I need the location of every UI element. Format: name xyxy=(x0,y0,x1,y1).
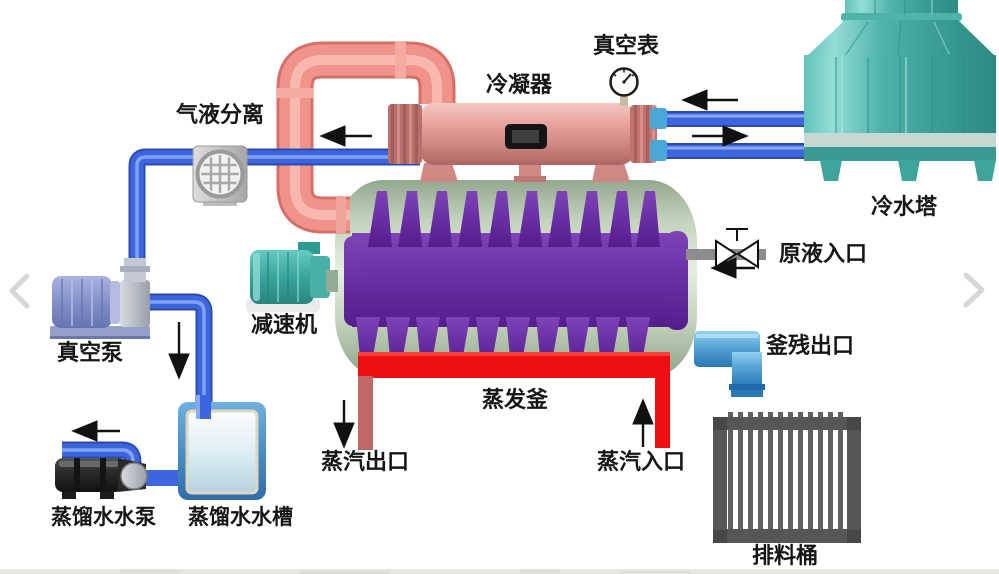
discharge-barrel xyxy=(713,412,861,543)
gas-liquid-separator xyxy=(192,145,248,206)
pipe-connector xyxy=(650,108,667,129)
inlet-valve-icon xyxy=(715,228,759,269)
label-evaporation-kettle: 蒸发釜 xyxy=(482,388,549,413)
condenser xyxy=(388,103,667,182)
label-distilled-water-pump: 蒸馏水水泵 xyxy=(51,505,156,529)
label-cooling-tower: 冷水塔 xyxy=(871,195,938,220)
chevron-left-icon[interactable] xyxy=(9,273,30,309)
steam-inlet-pipe xyxy=(655,376,670,448)
pipe-connector xyxy=(650,140,667,161)
distilled-water-pump xyxy=(55,441,148,499)
label-steam-inlet: 蒸汽入口 xyxy=(597,450,686,475)
label-kettle-residue-outlet: 釜残出口 xyxy=(766,334,855,359)
label-distilled-water-tank: 蒸馏水水槽 xyxy=(188,505,293,529)
label-vacuum-pump: 真空泵 xyxy=(57,341,124,366)
steam-outlet-pipe xyxy=(358,376,373,450)
kettle-residue-pipe xyxy=(694,331,765,397)
distilled-water-tank xyxy=(138,395,266,500)
label-vacuum-gauge: 真空表 xyxy=(593,34,660,59)
steam-jacket xyxy=(358,352,670,450)
label-gas-liquid-separator: 气液分离 xyxy=(176,103,265,128)
vacuum-gauge-icon xyxy=(609,67,639,106)
screw-rotor xyxy=(344,191,688,367)
vacuum-pump xyxy=(50,258,213,420)
cooling-tower xyxy=(804,0,996,181)
cooling-water-pipes xyxy=(656,111,812,159)
label-discharge-barrel: 排料桶 xyxy=(752,544,819,569)
label-steam-outlet: 蒸汽出口 xyxy=(321,450,410,475)
label-reducer: 减速机 xyxy=(251,313,318,338)
label-condenser: 冷凝器 xyxy=(486,73,553,98)
bottom-thumbnail-strip xyxy=(0,569,999,574)
reducer-motor xyxy=(246,242,338,312)
steam-loop-pipe xyxy=(276,41,456,234)
chevron-right-icon[interactable] xyxy=(963,272,985,308)
tank-outlet-pipe xyxy=(138,470,184,486)
label-raw-liquid-inlet: 原液入口 xyxy=(779,242,868,267)
condensate-pipe xyxy=(128,148,420,268)
